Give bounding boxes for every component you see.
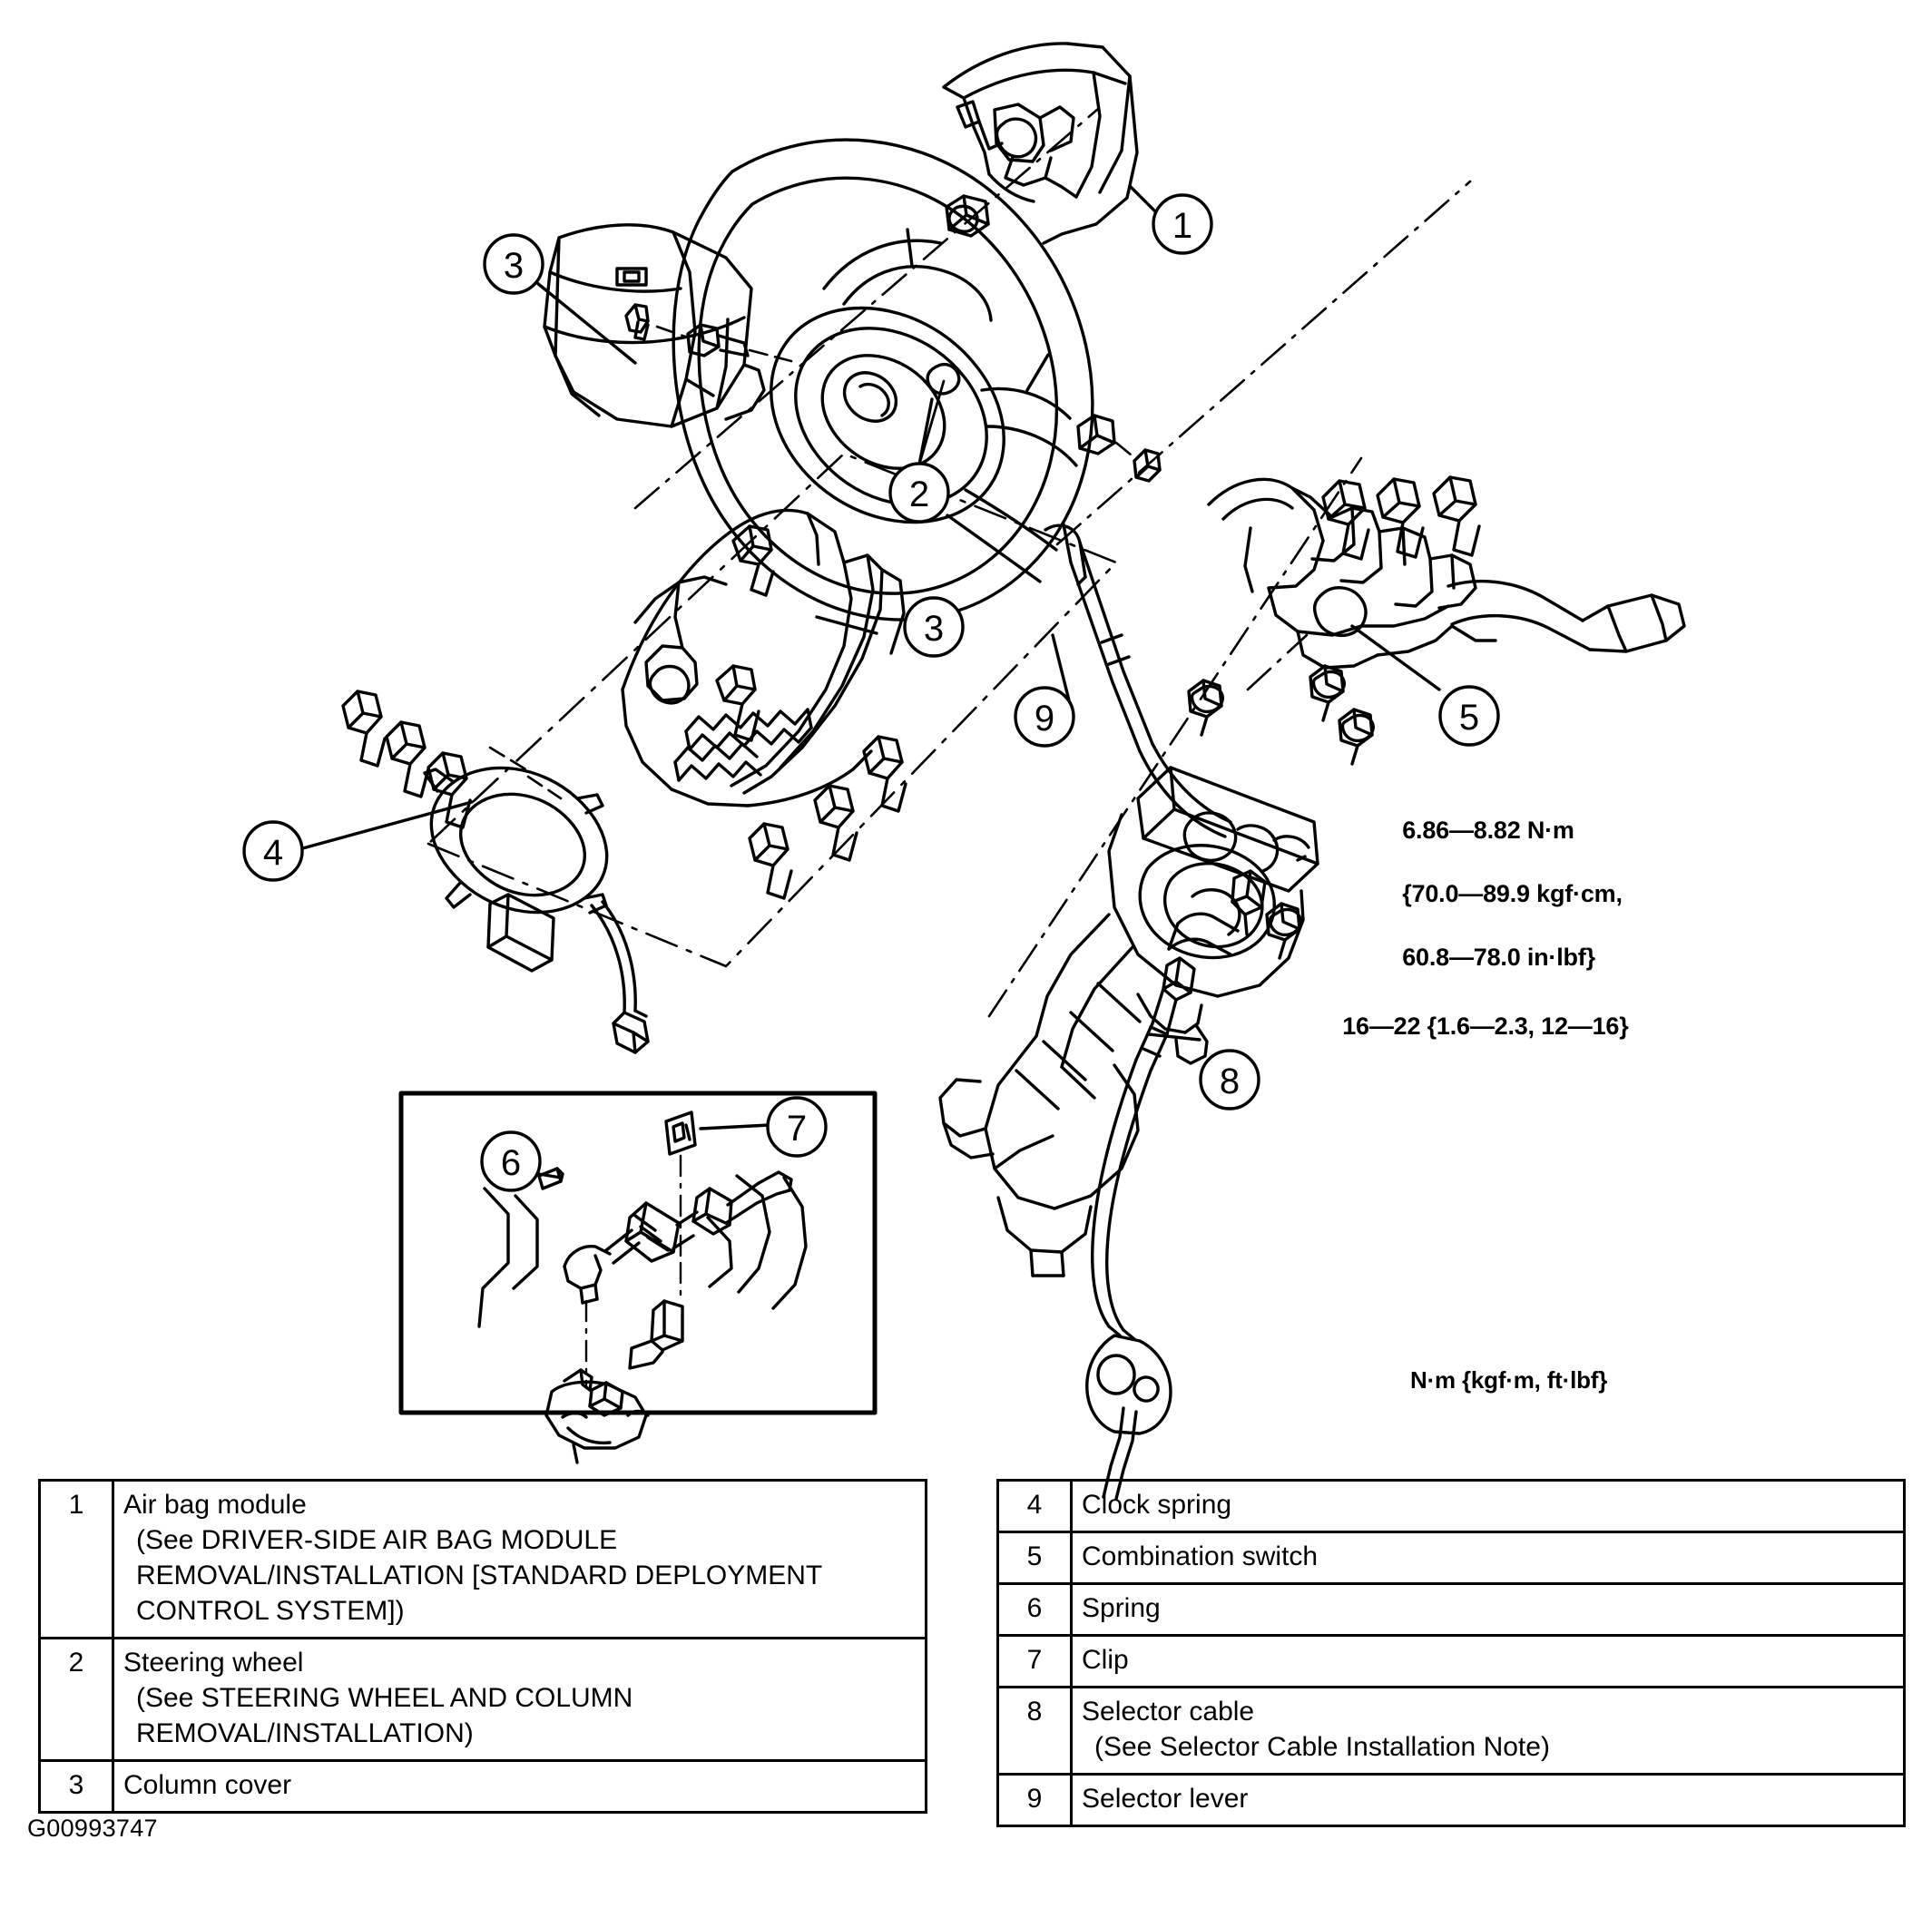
part-number: 4: [996, 1479, 1073, 1533]
table-row: 5 Combination switch: [996, 1531, 1906, 1585]
switch-clips: [1321, 475, 1481, 561]
callout-leaders: [298, 185, 1441, 1179]
wheel-lower-bolt: [1076, 414, 1116, 455]
part-description: Spring: [1070, 1582, 1906, 1637]
callout-circle-2: [888, 462, 950, 523]
part-description: Clock spring: [1070, 1479, 1906, 1533]
combination-switch-torque-label: 6.86—8.82 N·m {70.0—89.9 kgf·cm, 60.8—78…: [1376, 783, 1623, 1006]
callout-numbers: 1 2 3 3 4 5 6 7 8 9: [263, 206, 1479, 1183]
clock-spring: [423, 766, 650, 1054]
torque-units-note: N·m {kgf·m, ft·lbf}: [1410, 1366, 1608, 1394]
table-row: 9 Selector lever: [996, 1773, 1906, 1827]
callout-circle-9: [1014, 686, 1075, 748]
part-description: Combination switch: [1070, 1531, 1906, 1585]
part-description: Air bag module (See DRIVER-SIDE AIR BAG …: [112, 1479, 927, 1639]
callout-circle-3: [483, 233, 544, 295]
svg-text:5: 5: [1459, 698, 1479, 738]
part-description: Selector lever: [1070, 1773, 1906, 1827]
callout-circle-5: [1438, 685, 1500, 747]
cover-retaining-clips: [341, 690, 907, 900]
part-title: Spring: [1082, 1593, 1161, 1623]
part-reference: (See Selector Cable Installation Note): [1094, 1732, 1550, 1762]
svg-text:2: 2: [909, 475, 929, 514]
table-row: 6 Spring: [996, 1582, 1906, 1637]
selector-cable: [1085, 912, 1240, 1501]
combination-switch: [1207, 477, 1686, 670]
torque-line-3: 60.8—78.0 in·lbf}: [1402, 944, 1595, 972]
wheel-lower-clip: [1133, 448, 1162, 483]
figure-id: G00993747: [27, 1815, 158, 1842]
callout-circle-3b: [903, 596, 965, 658]
part-number: 5: [996, 1531, 1073, 1585]
column-cover-upper: [543, 223, 766, 428]
callout-circle-1: [1152, 193, 1213, 255]
clip-assembly-dashes: [488, 746, 563, 800]
table-row: 3 Column cover: [38, 1759, 927, 1814]
steering-wheel-nut: [945, 194, 990, 238]
callout-circle-7: [766, 1096, 828, 1158]
part-title: Air bag module: [123, 1490, 307, 1520]
parts-table-left: 1 Air bag module (See DRIVER-SIDE AIR BA…: [38, 1479, 927, 1814]
part-number: 6: [996, 1582, 1073, 1637]
selector-cable-screw: [1265, 902, 1302, 960]
part-reference: (See DRIVER-SIDE AIR BAG MODULE REMOVAL/…: [136, 1525, 822, 1626]
selector-cable-torque-label: 16—22 {1.6—2.3, 12—16}: [1316, 979, 1629, 1074]
svg-text:8: 8: [1220, 1062, 1240, 1101]
phantom-panel: [427, 452, 1118, 968]
assembly-dash: [655, 325, 793, 363]
part-number: 1: [38, 1479, 114, 1639]
svg-text:1: 1: [1172, 206, 1192, 246]
svg-text:7: 7: [787, 1109, 807, 1149]
part-number: 8: [996, 1686, 1073, 1776]
cable-hook-bracket: [1231, 869, 1267, 936]
air-bag-module: [942, 42, 1139, 245]
table-row: 4 Clock spring: [996, 1479, 1906, 1533]
part-number: 2: [38, 1637, 114, 1762]
table-row: 7 Clip: [996, 1634, 1906, 1688]
part-title: Column cover: [123, 1770, 292, 1800]
part-title: Clip: [1082, 1645, 1129, 1675]
table-row: 1 Air bag module (See DRIVER-SIDE AIR BA…: [38, 1479, 927, 1639]
steering-column-bracket: [938, 766, 1319, 1277]
callout-circle-4: [242, 820, 304, 882]
table-row: 2 Steering wheel (See STEERING WHEEL AND…: [38, 1637, 927, 1762]
column-cover-lower: [621, 508, 906, 807]
construction-axis: [633, 107, 1472, 1018]
part-number: 7: [996, 1634, 1073, 1688]
callout-bubbles: [242, 193, 1500, 1192]
svg-text:3: 3: [504, 246, 524, 286]
callout-circle-8: [1199, 1049, 1260, 1111]
table-row: 8 Selector cable (See Selector Cable Ins…: [996, 1686, 1906, 1776]
selector-lever: [1044, 523, 1232, 838]
part-title: Steering wheel: [123, 1648, 304, 1678]
bracket-screws: [1187, 664, 1375, 766]
inset-detail-box: [398, 1091, 878, 1464]
part-title: Selector lever: [1082, 1784, 1249, 1814]
part-description: Selector cable (See Selector Cable Insta…: [1070, 1686, 1906, 1776]
svg-text:3: 3: [924, 609, 944, 649]
part-number: 9: [996, 1773, 1073, 1827]
part-description: Column cover: [112, 1759, 927, 1814]
part-reference: (See STEERING WHEEL AND COLUMN REMOVAL/I…: [136, 1683, 633, 1748]
svg-text:9: 9: [1035, 699, 1054, 739]
callout-circle-6: [480, 1130, 542, 1192]
parts-table-right: 4 Clock spring 5 Combination switch 6 Sp…: [996, 1479, 1906, 1827]
part-title: Clock spring: [1082, 1490, 1232, 1520]
cover-clip-and-bolt: [624, 303, 750, 357]
part-description: Clip: [1070, 1634, 1906, 1688]
part-number: 3: [38, 1759, 114, 1814]
assembly-dash-2: [1114, 441, 1138, 461]
torque-line-2: {70.0—89.9 kgf·cm,: [1402, 880, 1623, 908]
svg-text:4: 4: [263, 833, 283, 873]
torque-line-1: 6.86—8.82 N·m: [1402, 817, 1574, 845]
torque-line-1: 16—22 {1.6—2.3, 12—16}: [1342, 1013, 1629, 1041]
part-title: Combination switch: [1082, 1541, 1319, 1571]
svg-text:6: 6: [501, 1143, 521, 1183]
part-title: Selector cable: [1082, 1697, 1255, 1727]
part-description: Steering wheel (See STEERING WHEEL AND C…: [112, 1637, 927, 1762]
